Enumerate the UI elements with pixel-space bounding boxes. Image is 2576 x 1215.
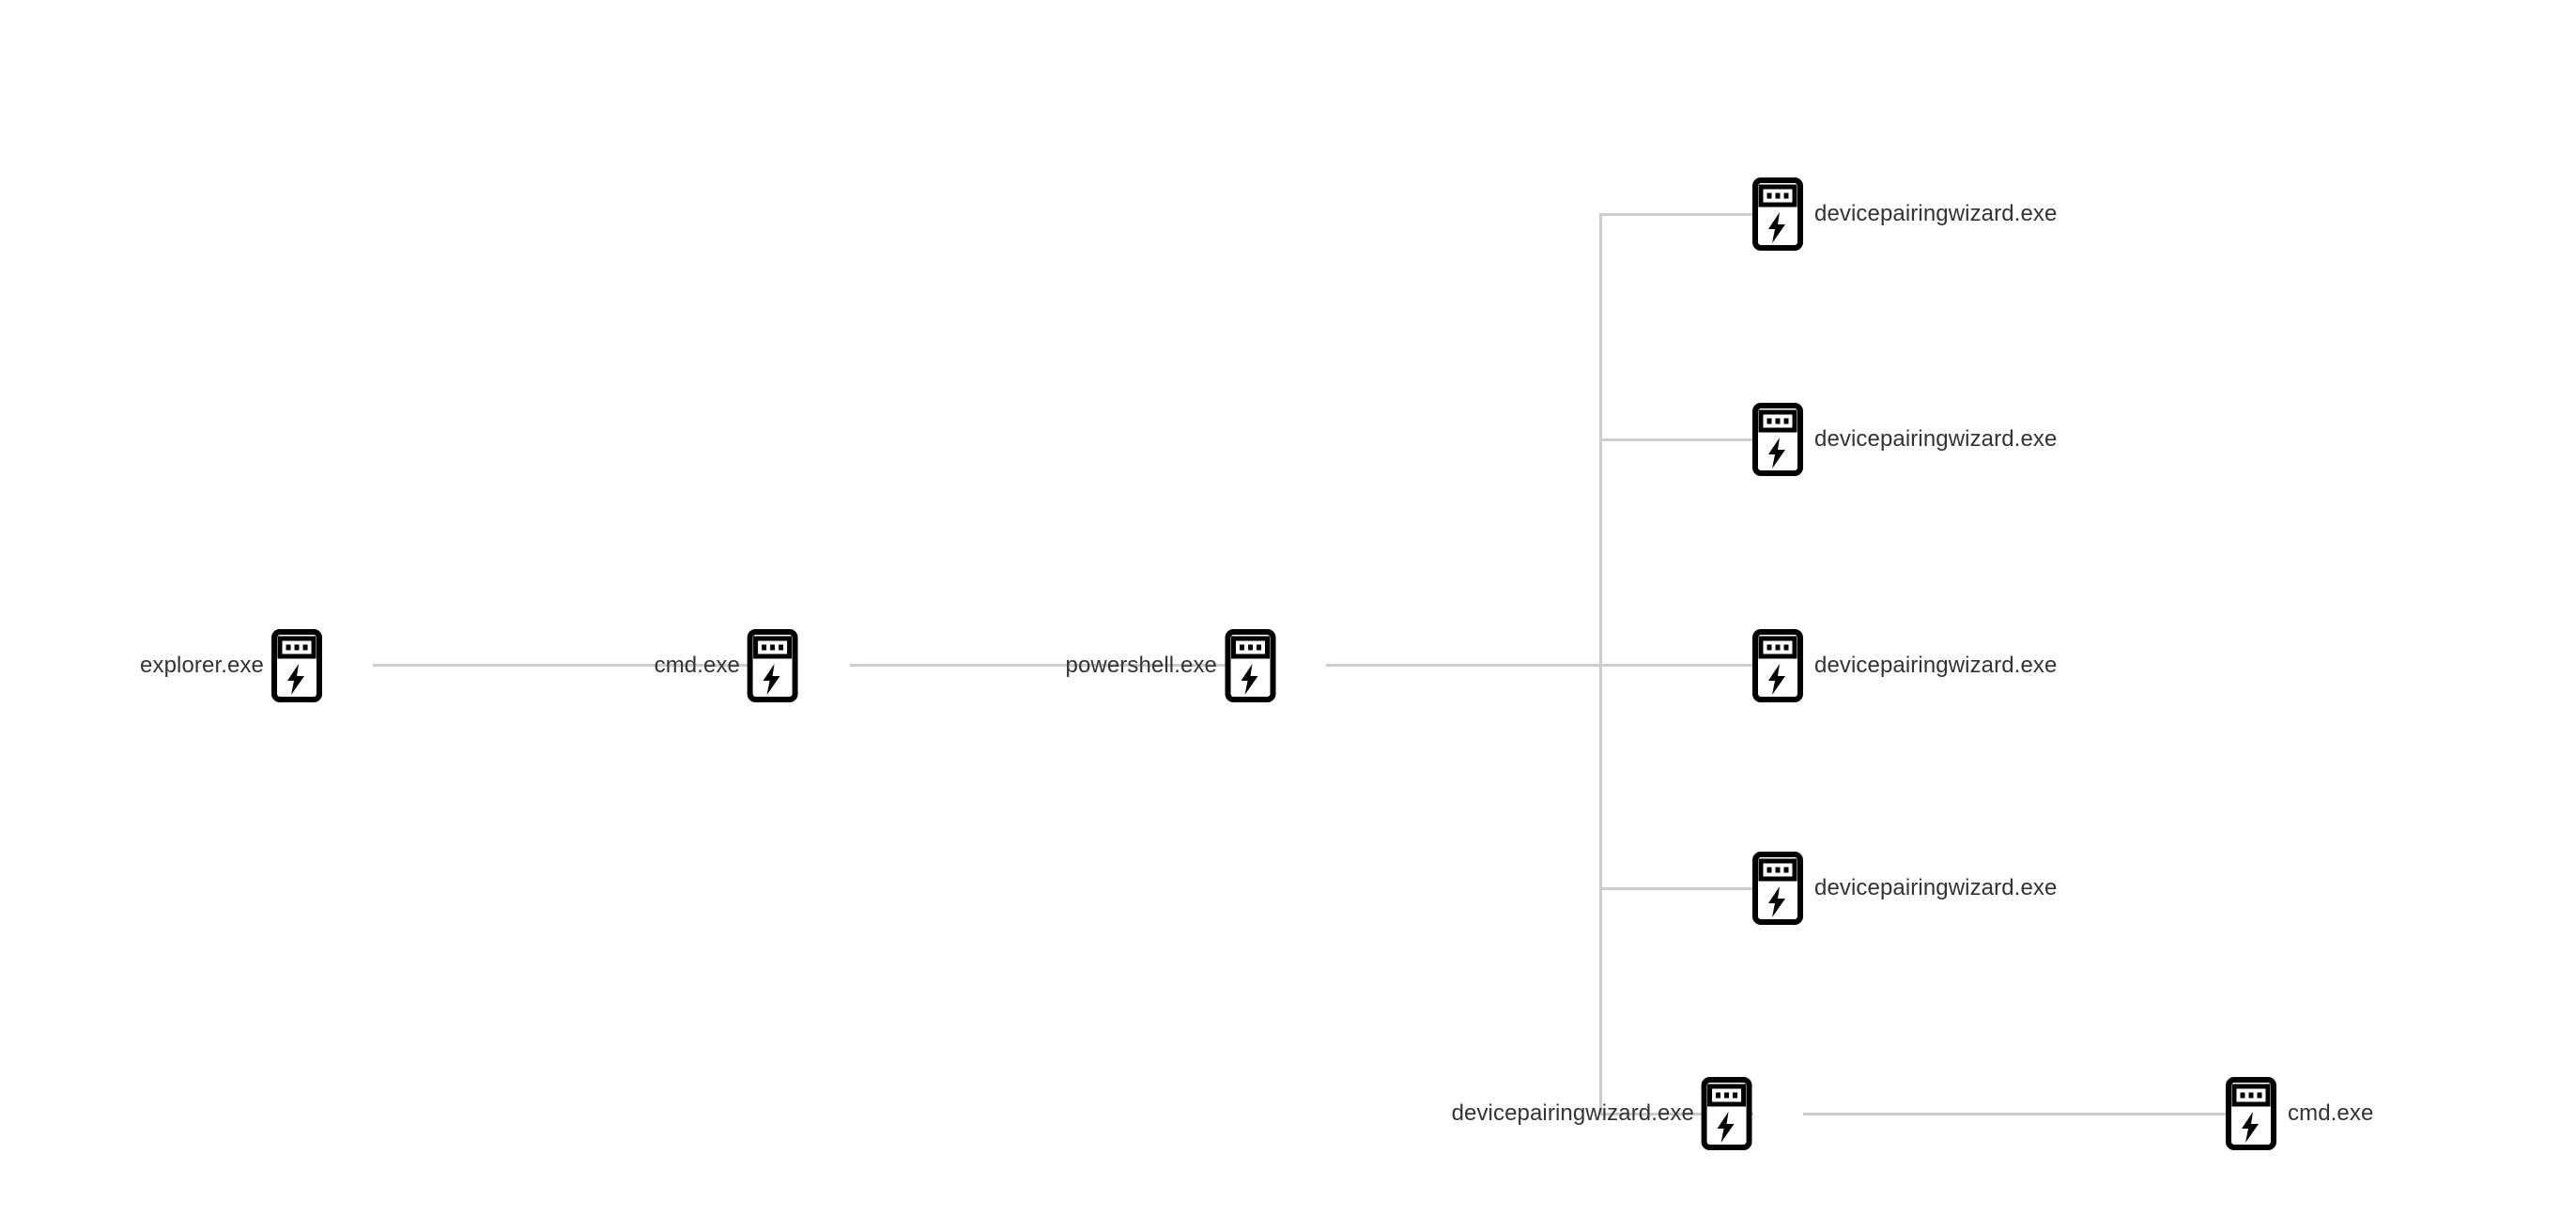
process-executable-icon (2226, 1077, 2276, 1150)
process-label-cmd-1: cmd.exe (654, 653, 740, 678)
process-node-dpw-1[interactable]: devicepairingwizard.exe (1752, 177, 2057, 251)
process-node-cmd-2[interactable]: cmd.exe (2226, 1077, 2373, 1150)
edge-cmd-to-powershell (850, 664, 1275, 667)
process-executable-icon (1752, 852, 1803, 925)
edge-powershell-to-bus (1326, 664, 1602, 667)
process-label-dpw-4: devicepairingwizard.exe (1814, 875, 2058, 900)
process-node-dpw-5[interactable]: devicepairingwizard.exe (1452, 1077, 1752, 1150)
process-node-explorer[interactable]: explorer.exe (140, 629, 322, 702)
process-label-dpw-3: devicepairingwizard.exe (1814, 653, 2058, 678)
process-executable-icon (1225, 629, 1275, 702)
process-executable-icon (1752, 177, 1803, 251)
process-executable-icon (1752, 629, 1803, 702)
process-label-cmd-2: cmd.exe (2288, 1100, 2374, 1126)
edge-bus-to-dpw-4 (1599, 887, 1753, 890)
process-node-dpw-4[interactable]: devicepairingwizard.exe (1752, 852, 2057, 925)
process-label-dpw-1: devicepairingwizard.exe (1814, 201, 2058, 226)
process-node-powershell[interactable]: powershell.exe (1065, 629, 1275, 702)
edge-bus-to-dpw-2 (1599, 438, 1753, 441)
process-executable-icon (1752, 403, 1803, 476)
edge-explorer-to-cmd (373, 664, 798, 667)
process-label-dpw-5: devicepairingwizard.exe (1451, 1100, 1694, 1126)
process-executable-icon (1702, 1077, 1752, 1150)
edge-dpw5-to-cmd2 (1803, 1113, 2227, 1115)
process-executable-icon (271, 629, 322, 702)
process-node-dpw-3[interactable]: devicepairingwizard.exe (1752, 629, 2057, 702)
process-label-explorer: explorer.exe (140, 653, 264, 678)
process-node-dpw-2[interactable]: devicepairingwizard.exe (1752, 403, 2057, 476)
process-label-powershell: powershell.exe (1065, 653, 1217, 678)
edge-bus-to-dpw-3 (1599, 664, 1753, 667)
process-node-cmd-1[interactable]: cmd.exe (655, 629, 798, 702)
process-label-dpw-2: devicepairingwizard.exe (1814, 426, 2058, 452)
edge-bus-to-dpw-5 (1599, 1113, 1753, 1115)
process-executable-icon (748, 629, 798, 702)
edge-bus-to-dpw-1 (1599, 213, 1753, 216)
